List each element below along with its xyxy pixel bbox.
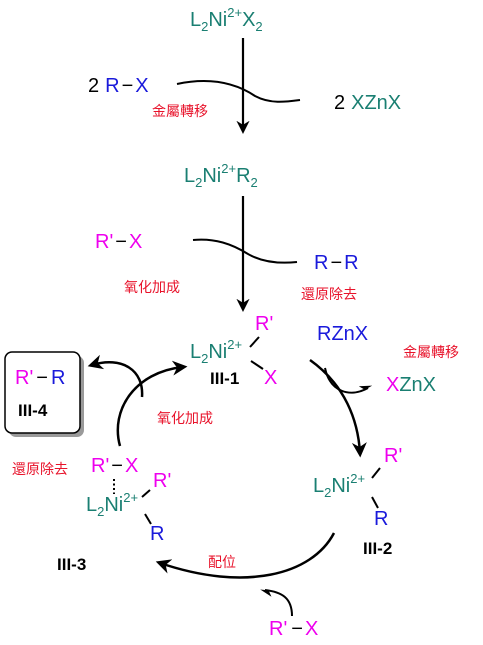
svg-text:L2Ni2+: L2Ni2+ [86,490,138,519]
coordination-side-arrow [260,589,293,617]
svg-text:R'−X: R'−X [91,455,138,477]
product-box-iii-4: R'−R III-4 [4,351,84,437]
svg-text:R': R' [384,445,402,467]
reagent-rprime-x-top: R'−X [95,231,142,253]
arrow-to-product-iii4 [87,354,144,398]
svg-text:R': R' [153,470,171,492]
svg-text:R: R [374,508,388,530]
catalyst-precursor: L2Ni2+X2 [190,5,263,34]
complex-iii-2: R' L2Ni2+ R III-2 [313,445,402,558]
product-r-r-top: R−R [314,252,359,274]
svg-text:R'−R: R'−R [15,367,65,389]
svg-text:R: R [150,523,164,545]
svg-text:L2Ni2+: L2Ni2+ [313,471,365,500]
reagent-rznx: RZnX [317,323,368,345]
svg-text:R': R' [255,313,273,335]
complex-iii-3: R'−X R' L2Ni2+ R III-3 [57,455,171,574]
label-reductive-elimination-top: 還原除去 [301,287,357,303]
svg-text:L2Ni2+: L2Ni2+ [190,337,242,366]
label-transmetalation-cycle: 金屬轉移 [403,345,459,361]
intermediate-l2nir2: L2Ni2+R2 [184,161,258,190]
label-oxidative-addition-top: 氧化加成 [124,280,180,296]
oxidative-reductive-curve [192,238,298,264]
transmetalation-curve [176,80,301,103]
complex-iii-1: L2Ni2+ R' X III-1 [190,313,277,389]
svg-text:III-1: III-1 [210,369,239,388]
arrow-iii2-to-iii3 [155,532,336,579]
arrow-iii3-to-iii1 [116,360,188,447]
reagent-rprime-x-bottom: R'−X [269,618,318,640]
svg-text:III-2: III-2 [363,539,392,558]
svg-text:III-4: III-4 [18,401,48,420]
label-oxidative-addition-cycle: 氧化加成 [157,411,213,427]
arrow-iii1-to-iii2 [309,358,367,458]
byproduct-xznx-cycle: XZnX [386,374,436,396]
label-reductive-elimination-cycle: 還原除去 [12,462,68,478]
svg-text:III-3: III-3 [57,555,86,574]
label-coordination: 配位 [208,555,236,571]
svg-text:X: X [264,367,277,389]
label-transmetalation-top: 金屬轉移 [152,104,208,120]
